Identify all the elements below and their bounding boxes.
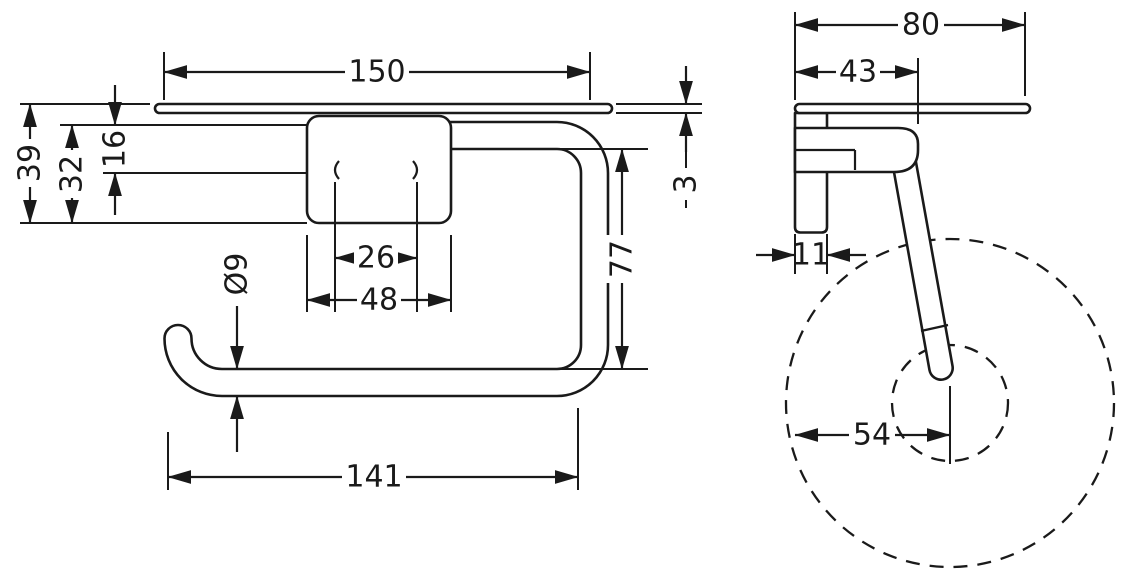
plate-clip-mark-right	[412, 160, 419, 180]
dim-bar-diameter: Ø9	[220, 246, 255, 452]
dim-plate-height: 32	[55, 124, 307, 224]
dim-label: 3	[669, 174, 704, 193]
dim-label-bg	[357, 285, 401, 315]
wall-bracket	[793, 126, 920, 174]
dim-label-bg	[849, 420, 895, 450]
dim-label: 48	[360, 283, 398, 318]
dim-roll-axis-offset: 54	[794, 386, 951, 464]
dim-bar-width: 141	[167, 408, 579, 495]
dim-label: 54	[853, 418, 891, 453]
dim-shelf-width: 150	[163, 52, 591, 100]
dim-label-bg	[342, 462, 406, 492]
wall-plate	[305, 114, 453, 225]
dim-label-bg	[56, 150, 88, 198]
dim-total-height: 39	[13, 103, 307, 224]
dim-label: Ø9	[220, 253, 255, 296]
shelf	[153, 102, 614, 115]
paper-roll-outline	[784, 237, 1116, 569]
dim-label-bg	[14, 139, 46, 187]
dim-label-bg	[354, 243, 398, 273]
dim-label-bg	[345, 57, 409, 87]
dim-shelf-thickness: 3	[616, 66, 704, 208]
dimensions-front: 150 39 32 16	[13, 52, 704, 495]
dim-label-bg	[221, 246, 253, 302]
dim-plate-inner-width: 26	[334, 182, 418, 312]
dim-bar-height: 77	[560, 148, 648, 370]
dim-label-bg	[797, 241, 825, 269]
dim-label: 39	[13, 144, 48, 182]
dim-label: 141	[345, 460, 402, 495]
plate-clip-mark-left	[333, 160, 340, 180]
dim-label-bg	[672, 168, 700, 200]
dim-bar-top-offset: 16	[98, 85, 307, 215]
dim-label-bg	[606, 235, 638, 283]
dim-plate-width: 48	[306, 235, 452, 318]
dim-bracket-depth: 43	[794, 55, 919, 124]
dim-label: 150	[348, 55, 405, 90]
roll-holder-arm-fill	[892, 145, 952, 379]
dim-label: 80	[902, 8, 940, 43]
dim-label: 16	[98, 130, 133, 168]
dim-label: 43	[839, 55, 877, 90]
dimensions-side: 80 43 11 54	[756, 8, 1026, 464]
dim-label: 26	[357, 241, 395, 276]
dim-label-bg	[898, 10, 944, 40]
dim-label: 32	[55, 155, 90, 193]
arm-segment-mark	[920, 323, 949, 333]
side-view	[784, 102, 1116, 569]
dim-label-bg	[100, 128, 130, 170]
dim-label-bg	[836, 57, 880, 87]
dim-shelf-depth: 80	[794, 8, 1026, 100]
dim-label: 77	[605, 240, 640, 278]
shelf-side	[793, 102, 1032, 115]
dim-wall-offset: 11	[756, 234, 866, 274]
dim-label: 11	[792, 238, 830, 273]
